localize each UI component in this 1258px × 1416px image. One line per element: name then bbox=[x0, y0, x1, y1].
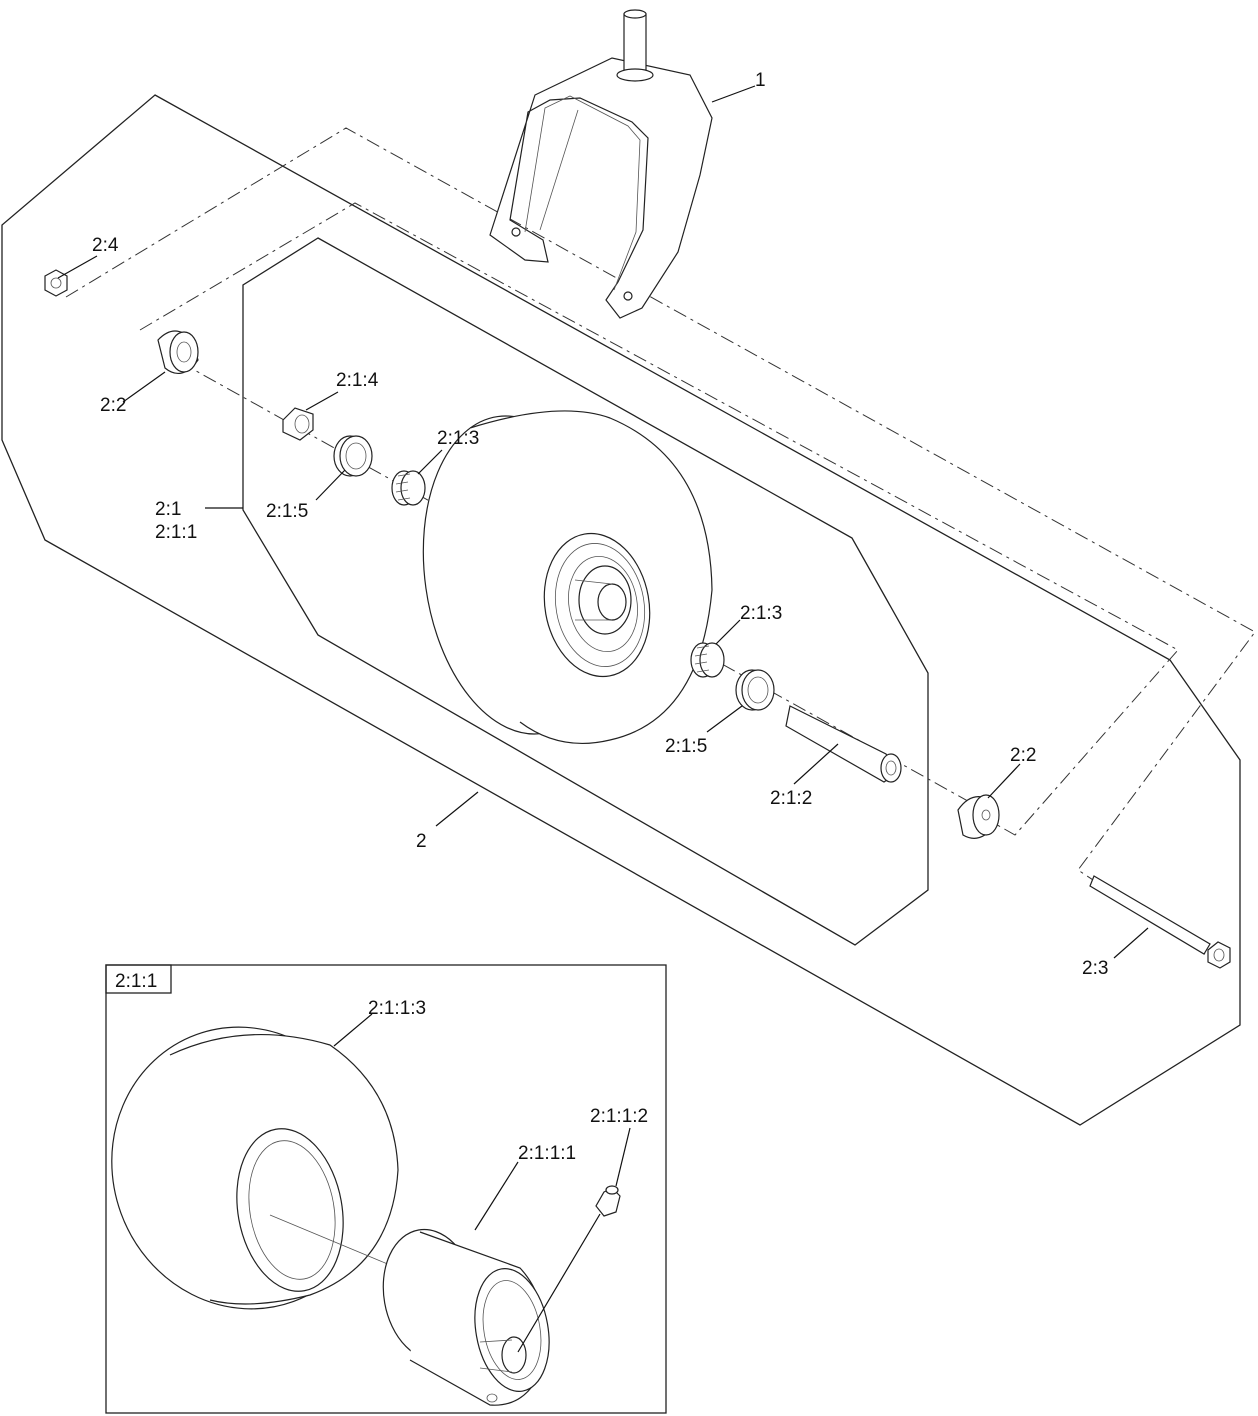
seal-lower-part bbox=[735, 669, 775, 711]
inset-tag-box bbox=[105, 964, 172, 994]
inset-rim-part bbox=[382, 1228, 550, 1406]
callout-bushing-right: 2:2 bbox=[1010, 745, 1036, 766]
callout-wheel-group: 2 bbox=[416, 831, 427, 852]
bearing-lower-part bbox=[690, 642, 725, 678]
bushing-left-part bbox=[157, 330, 199, 375]
leader-lines bbox=[57, 85, 1149, 959]
axle-spacer-part bbox=[785, 705, 902, 783]
callout-nut: 2:4 bbox=[92, 235, 119, 256]
spacer-nut-part bbox=[282, 407, 314, 441]
bushing-right-part bbox=[957, 794, 1000, 839]
callout-bearing-upper: 2:1:3 bbox=[437, 428, 479, 449]
wheel-part bbox=[422, 410, 713, 745]
fork-part bbox=[489, 9, 713, 319]
inset-detail: 2:1:1 bbox=[105, 964, 667, 1414]
callout-wheel-assembly: 2:1 bbox=[155, 499, 181, 520]
inset-callout-rim: 2:1:1:1 bbox=[518, 1143, 576, 1164]
callout-seal-upper: 2:1:5 bbox=[266, 501, 308, 522]
callout-bushing-left: 2:2 bbox=[100, 395, 126, 416]
callout-fork: 1 bbox=[755, 70, 766, 91]
nut-part bbox=[44, 269, 68, 297]
group-2-1-boundary bbox=[242, 237, 929, 946]
inset-callout-valve: 2:1:1:2 bbox=[590, 1106, 648, 1127]
inset-leader-lines bbox=[333, 1013, 631, 1353]
callout-axle-spacer: 2:1:2 bbox=[770, 788, 812, 809]
inset-callout-tire: 2:1:1:3 bbox=[368, 998, 426, 1019]
bolt-part bbox=[1089, 875, 1231, 969]
inset-tire-part bbox=[111, 1026, 399, 1310]
group-2-boundary bbox=[1, 94, 1241, 1126]
callout-bolt: 2:3 bbox=[1082, 958, 1108, 979]
inset-frame bbox=[105, 964, 667, 1414]
seal-upper-part bbox=[333, 435, 373, 477]
callout-labels: 1 2:4 2:2 2:1:4 2:1:5 2:1:3 2:1 2:1:1 2:… bbox=[92, 70, 1108, 979]
inset-valve-part bbox=[595, 1185, 621, 1217]
inset-tag: 2:1:1 bbox=[115, 971, 157, 992]
callout-seal-lower: 2:1:5 bbox=[665, 736, 707, 757]
callout-spacer-nut: 2:1:4 bbox=[336, 370, 379, 391]
bearing-upper-part bbox=[391, 470, 426, 506]
callout-bearing-lower: 2:1:3 bbox=[740, 603, 782, 624]
callout-tire-rim-ref: 2:1:1 bbox=[155, 522, 197, 543]
